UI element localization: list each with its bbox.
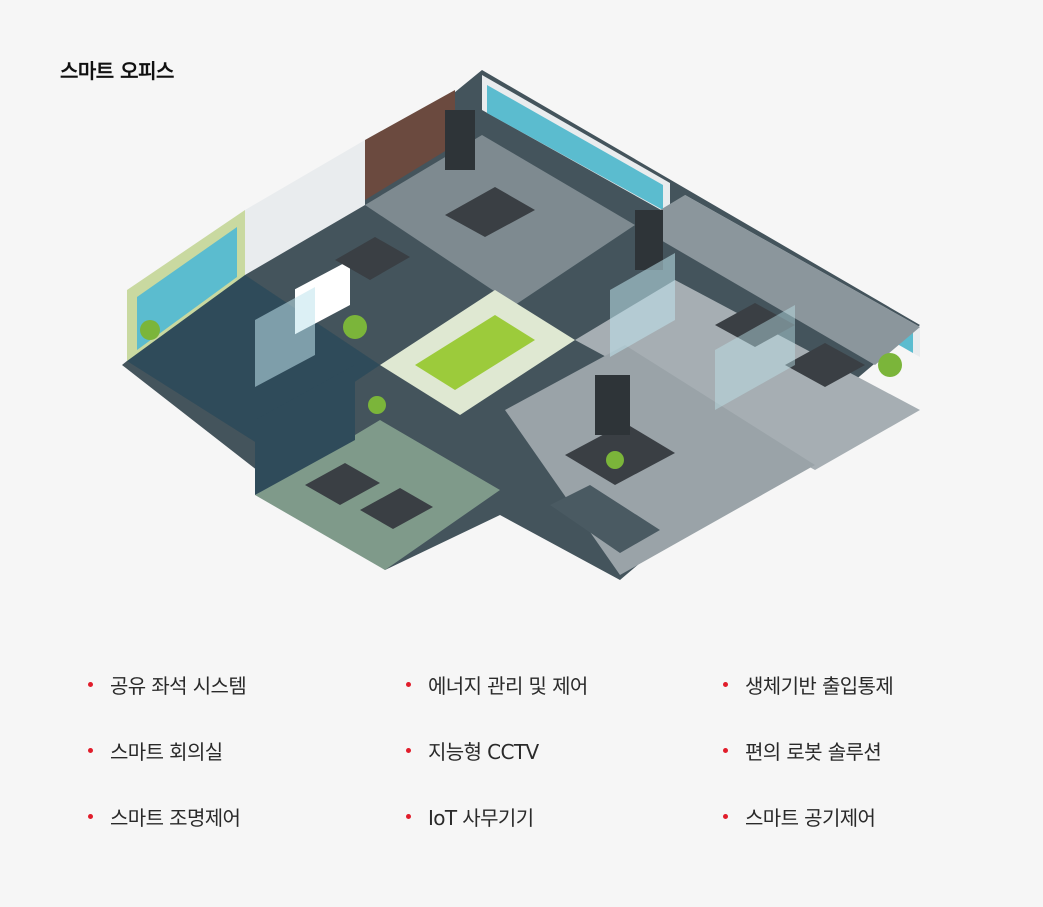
desk-meeting-1	[305, 463, 380, 505]
right-upper-floor	[635, 195, 920, 365]
bullet-icon	[88, 748, 93, 753]
back-window-glass	[487, 85, 663, 210]
plant-icon	[606, 451, 624, 469]
feature-label: 스마트 회의실	[110, 740, 223, 764]
desk-center-1	[445, 187, 535, 237]
bullet-icon	[88, 682, 93, 687]
desk-meeting-2	[360, 488, 433, 529]
desk-right-1	[715, 303, 795, 347]
bullet-icon	[406, 814, 411, 819]
plant-icon	[878, 353, 902, 377]
page-title: 스마트 오피스	[60, 59, 174, 83]
isometric-office-illustration	[122, 70, 920, 580]
feature-label: 편의 로봇 솔루션	[745, 740, 882, 764]
glass-partition	[610, 253, 675, 357]
feature-label: 지능형 CCTV	[428, 740, 539, 764]
meeting-room-floor	[255, 420, 500, 570]
glass-partition	[715, 305, 795, 410]
feature-label: 스마트 조명제어	[110, 806, 241, 830]
bullet-icon	[723, 814, 728, 819]
kitchen-counter	[415, 315, 535, 390]
bookshelf-left	[445, 110, 475, 170]
left-window-glass	[137, 227, 237, 350]
desk-center-2	[335, 237, 410, 280]
reception-rug	[550, 485, 660, 553]
plant-icon	[140, 320, 160, 340]
meeting-wall	[255, 365, 355, 495]
desk-right-2	[785, 343, 865, 387]
feature-label: 스마트 공기제어	[745, 806, 876, 830]
feature-label: 에너지 관리 및 제어	[428, 674, 588, 698]
plant-icon	[343, 315, 367, 339]
bullet-icon	[406, 748, 411, 753]
feature-label: 생체기반 출입통제	[745, 674, 894, 698]
bullet-icon	[723, 682, 728, 687]
brick-wall	[365, 90, 455, 200]
bookshelf-right	[635, 210, 663, 270]
plant-icon	[368, 396, 386, 414]
back-wall-left	[245, 140, 365, 275]
bullet-icon	[406, 682, 411, 687]
bullet-icon	[88, 814, 93, 819]
bookshelf-reception	[595, 375, 630, 435]
feature-list: 공유 좌석 시스템 스마트 회의실 스마트 조명제어 에너지 관리 및 제어 지…	[88, 670, 988, 850]
glass-partition	[255, 287, 315, 387]
feature-label: 공유 좌석 시스템	[110, 674, 247, 698]
feature-label: IoT 사무기기	[428, 806, 534, 830]
bullet-icon	[723, 748, 728, 753]
